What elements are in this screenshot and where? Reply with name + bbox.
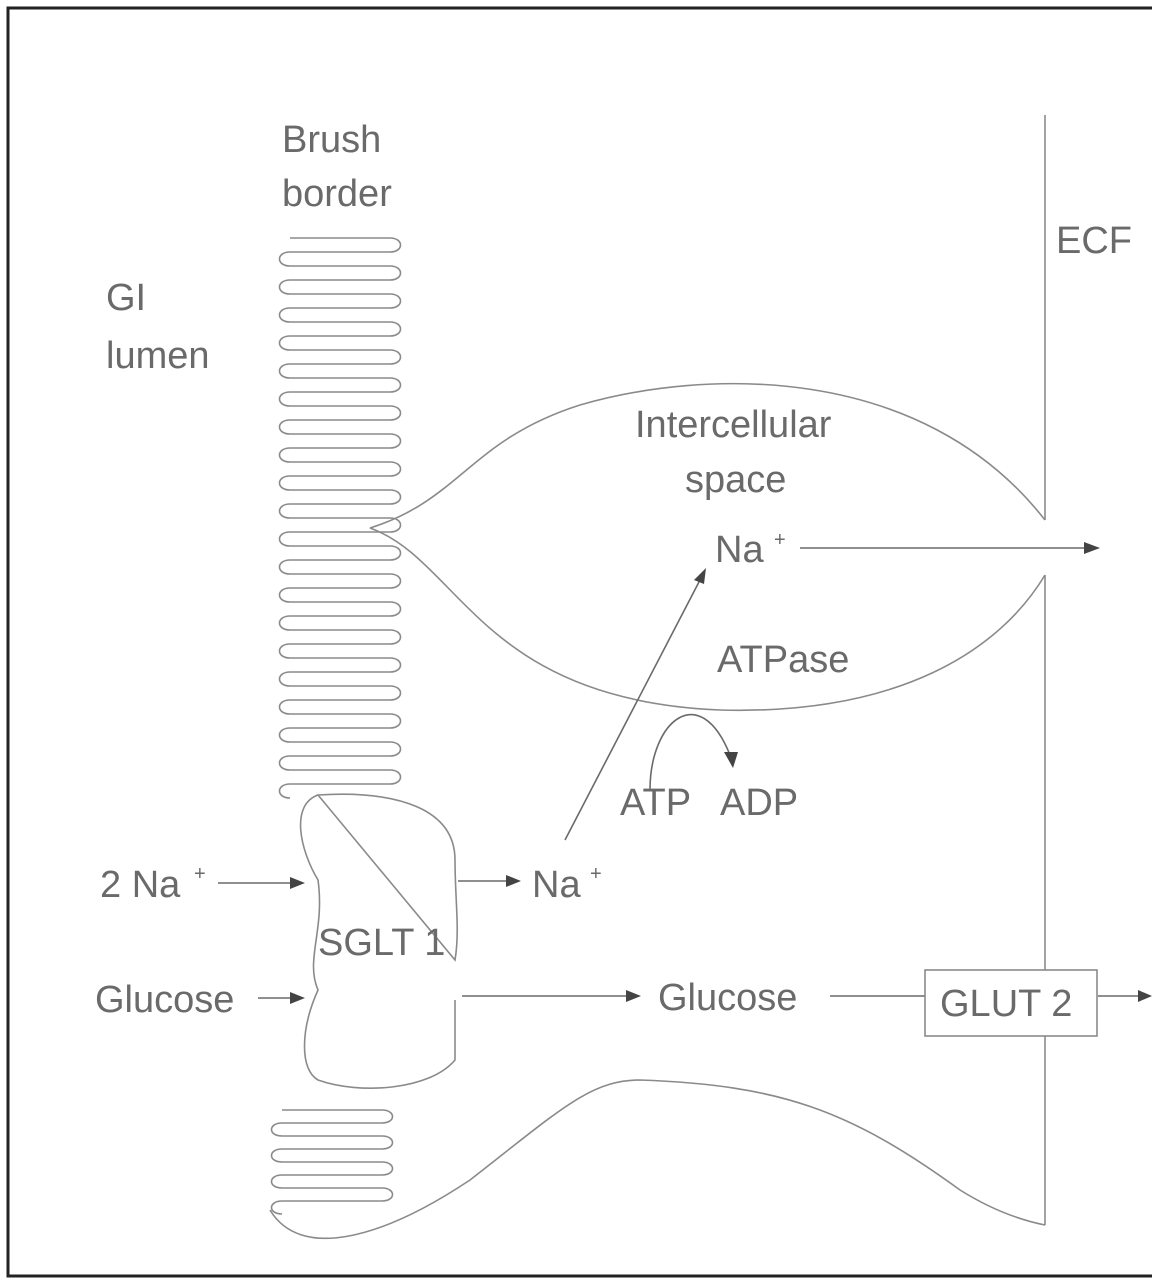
- gi-lumen-label-2: lumen: [106, 335, 210, 377]
- atp-adp-arrowhead: [724, 752, 738, 768]
- na-pump-arrowhead: [694, 568, 706, 584]
- ecf-label: ECF: [1056, 220, 1132, 262]
- na-to-ecf-arrowhead: [1084, 542, 1100, 554]
- atp-adp-arrow: [650, 715, 730, 790]
- figure-frame: [8, 8, 1152, 1276]
- glucose-in-arrowhead: [290, 992, 305, 1004]
- intercellular-label: Intercellular: [635, 404, 832, 446]
- na-lower-label: Na: [532, 864, 581, 906]
- atpase-label: ATPase: [717, 639, 849, 681]
- two-na-arrowhead: [290, 877, 305, 889]
- glucose-left-label: Glucose: [95, 979, 234, 1021]
- cell-lower-membrane: [270, 1080, 1045, 1238]
- sglt1-label: SGLT 1: [318, 922, 445, 964]
- gi-lumen-label: GI: [106, 277, 146, 319]
- microvillus-loop: [280, 238, 401, 798]
- brush-border-label: Brush: [282, 119, 381, 161]
- glut2-label: GLUT 2: [940, 983, 1072, 1025]
- two-na-plus: +: [194, 863, 206, 885]
- intercellular-space-lower: [370, 528, 1045, 710]
- brush-border-microvilli-lower: [272, 1110, 393, 1214]
- two-na-label: 2 Na: [100, 864, 181, 906]
- na-upper-label: Na: [715, 529, 764, 571]
- na-upper-plus: +: [774, 529, 786, 551]
- space-label: space: [685, 459, 786, 501]
- adp-label: ADP: [720, 782, 798, 824]
- na-out-arrowhead: [506, 875, 521, 887]
- na-lower-plus: +: [590, 863, 602, 885]
- glucose-out-arrowhead: [626, 990, 641, 1002]
- brush-border-label-2: border: [282, 173, 392, 215]
- glucose-mid-label: Glucose: [658, 977, 797, 1019]
- glut2-out-arrowhead: [1138, 990, 1152, 1002]
- atp-label: ATP: [620, 782, 691, 824]
- brush-border-microvilli: [280, 238, 401, 798]
- microvillus-loop: [272, 1110, 393, 1214]
